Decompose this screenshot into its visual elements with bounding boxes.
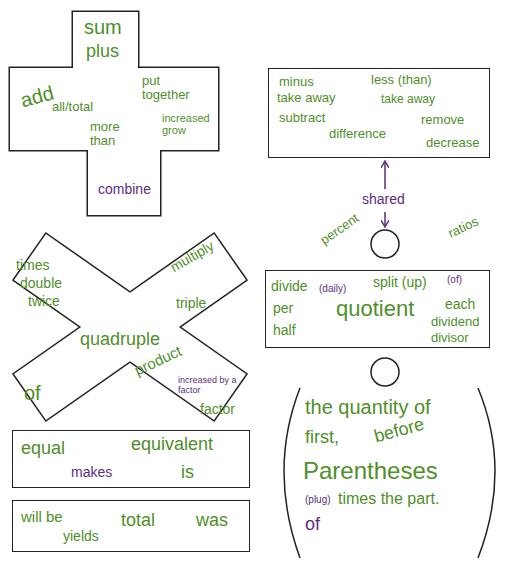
note-label: the quantity of [305, 396, 431, 418]
keyword: combine [98, 182, 151, 197]
keyword: equivalent [131, 435, 213, 455]
shape-outline [10, 12, 218, 215]
note-label: times the part. [338, 490, 439, 508]
keyword: all/total [52, 100, 93, 114]
minus-box: minus take away subtract less (than) take aw… [268, 68, 490, 158]
keyword: divisor [431, 331, 469, 345]
keyword: each [445, 297, 475, 312]
keyword: dividend [431, 315, 479, 329]
keyword: is [181, 463, 194, 483]
divide-box: divide (daily) split (up) (of) per quotient ea… [265, 270, 490, 348]
shape-outline [10, 12, 218, 215]
keyword: will be [21, 509, 63, 526]
note-label: of [305, 515, 320, 535]
keyword: split (up) [373, 275, 427, 290]
note-label: Parentheses [303, 458, 438, 484]
keyword: subtract [279, 111, 325, 125]
equals-box: equal equivalent makes is [12, 430, 250, 488]
keyword: increased by a factor [178, 376, 246, 396]
plus-shape: sumplusaddall/totalput togethermore than… [8, 10, 220, 218]
keyword: put together [142, 74, 202, 103]
division-dot [371, 230, 399, 258]
keyword: total [121, 511, 155, 531]
note-label: first, [305, 428, 339, 448]
keyword: half [273, 323, 296, 338]
keyword: remove [421, 113, 464, 127]
keyword: increased grow [162, 112, 214, 136]
keyword: (daily) [319, 283, 346, 294]
keyword: plus [86, 42, 119, 62]
equals-box: will beyields total was [12, 500, 250, 552]
note-label: ratios [446, 215, 481, 241]
keyword: quotient [336, 297, 414, 321]
keyword: triple [176, 296, 206, 311]
left-parenthesis [284, 388, 300, 558]
division-dot [371, 358, 399, 386]
keyword: quadruple [80, 330, 160, 350]
keyword: per [273, 301, 293, 316]
shape-outline [14, 234, 246, 420]
keyword: makes [71, 465, 112, 480]
note-label: shared [362, 192, 405, 207]
keyword: twice [28, 294, 60, 309]
keyword: factor [200, 402, 235, 417]
keyword: (of) [447, 274, 462, 285]
keyword: of [24, 382, 41, 404]
note-label: (plug) [305, 494, 331, 505]
keyword: difference [329, 127, 386, 141]
note-label: before [372, 415, 426, 447]
keyword: was [196, 511, 228, 531]
keyword: minus [279, 75, 314, 89]
right-parenthesis [478, 388, 495, 558]
keyword: take away [277, 91, 336, 105]
keyword: divide [271, 279, 308, 294]
keyword: sum [84, 16, 122, 38]
shape-outline [14, 234, 246, 420]
times-shape: timesdoubletwicemultiplytriplequadruplep… [5, 232, 255, 422]
shape-outline [14, 234, 246, 420]
keyword: decrease [426, 136, 479, 150]
keyword: double [20, 276, 62, 291]
keyword: more than [90, 120, 135, 149]
keyword: take away [381, 93, 435, 106]
keyword: yields [63, 529, 99, 544]
keyword: equal [21, 439, 65, 459]
keyword: less (than) [371, 73, 432, 87]
keyword: times [16, 258, 49, 273]
pointer-arrow [384, 162, 386, 189]
shape-outline [14, 234, 246, 420]
pointer-arrow [384, 212, 386, 226]
note-label: percent [318, 211, 362, 248]
